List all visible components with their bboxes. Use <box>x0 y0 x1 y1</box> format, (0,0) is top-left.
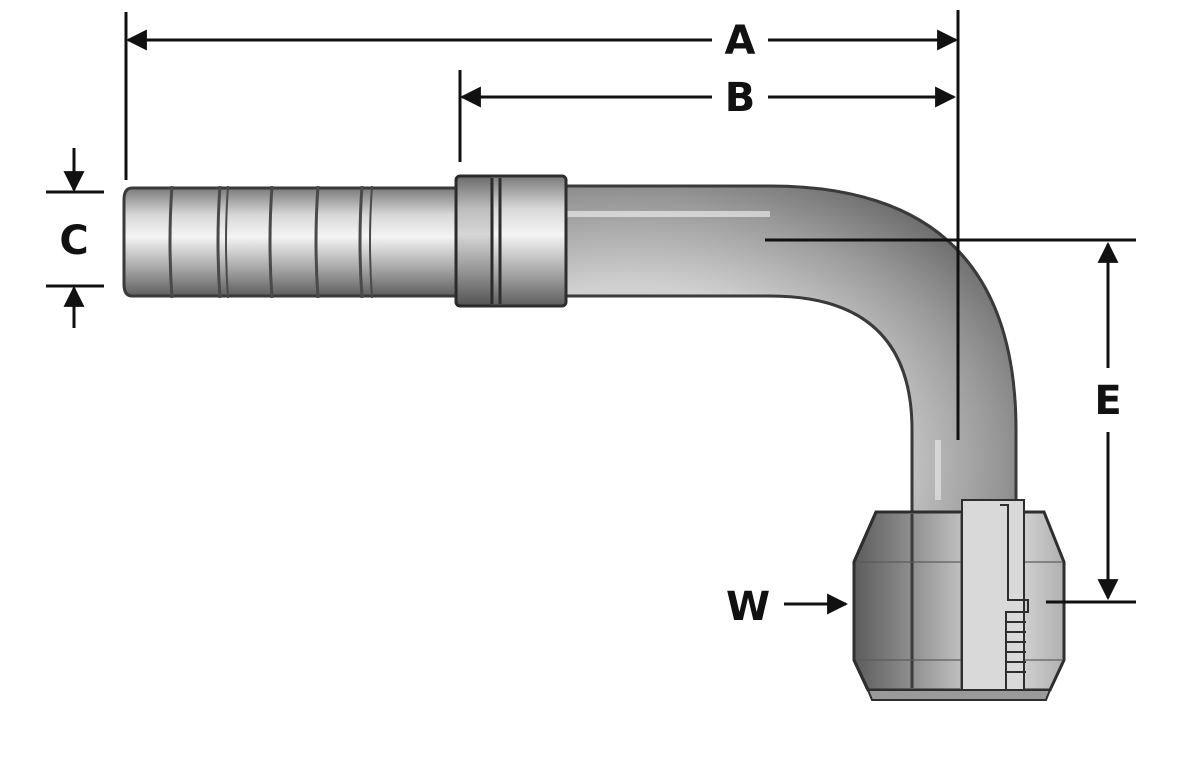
label-a: A <box>725 18 756 64</box>
barb-ridge-6 <box>358 185 364 299</box>
label-w: W <box>726 584 770 630</box>
swivel-nut <box>852 499 1066 701</box>
hose-stem <box>122 185 462 299</box>
fitting-body <box>122 174 1066 701</box>
dimension-labels: A B C E W <box>59 18 1121 630</box>
ferrule-collar <box>454 174 568 308</box>
label-c: C <box>59 218 88 264</box>
barb-ridge-4 <box>268 185 274 299</box>
barb-ridge-5 <box>314 185 320 299</box>
barb-ridge-7 <box>369 185 373 299</box>
dimension-lines <box>46 10 1136 615</box>
label-e: E <box>1094 378 1121 424</box>
barb-ridge-2 <box>216 185 222 299</box>
label-b: B <box>725 75 756 121</box>
bent-tube <box>558 184 1018 514</box>
barb-ridge-3 <box>225 185 229 299</box>
thread-lines <box>1006 621 1026 673</box>
barb-ridge-1 <box>168 185 174 299</box>
